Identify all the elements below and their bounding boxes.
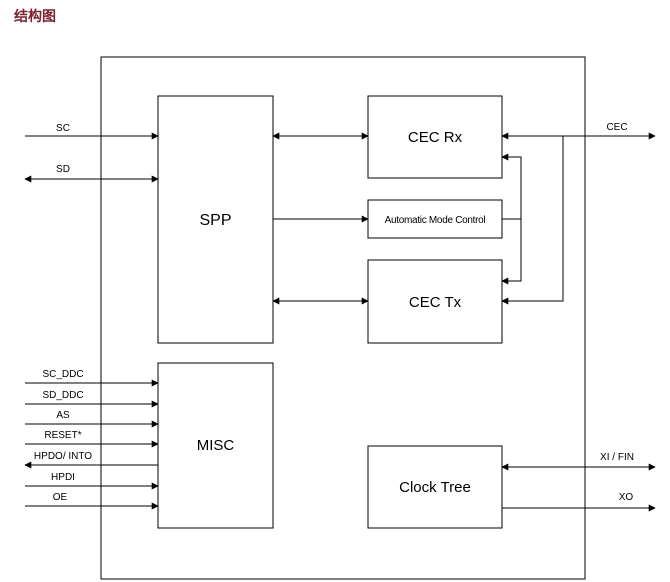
- sd-label: SD: [56, 164, 70, 175]
- auto-mode-block: Automatic Mode Control: [367, 199, 503, 239]
- sc-label: SC: [56, 123, 70, 134]
- chip-boundary: [100, 56, 586, 580]
- cec-rx-label: CEC Rx: [408, 129, 463, 146]
- sc-ddc-label: SC_DDC: [42, 369, 83, 380]
- oe-label: OE: [53, 492, 68, 503]
- hpdo-into-label: HPDO/ INTO: [34, 451, 92, 462]
- misc-label: MISC: [197, 437, 235, 454]
- auto-mode-tx-line: [501, 219, 522, 285]
- xi-fin-label: XI / FIN: [600, 452, 634, 463]
- cec-rx-block: CEC Rx: [367, 95, 503, 179]
- cec-label: CEC: [606, 122, 627, 133]
- xo-label: XO: [619, 492, 634, 503]
- auto-mode-rx-line: [501, 153, 522, 220]
- clock-tree-block: Clock Tree: [367, 445, 503, 529]
- clock-tree-label: Clock Tree: [399, 479, 471, 496]
- page-title: 结构图: [14, 9, 56, 25]
- auto-mode-label: Automatic Mode Control: [385, 215, 486, 226]
- cec-tx-feedback-line: [501, 136, 564, 305]
- cec-tx-block: CEC Tx: [367, 259, 503, 344]
- hpdi-label: HPDI: [51, 472, 75, 483]
- cec-tx-label: CEC Tx: [409, 294, 462, 311]
- spp-block: SPP: [157, 95, 274, 344]
- as-label: AS: [56, 410, 70, 421]
- sd-ddc-label: SD_DDC: [42, 390, 83, 401]
- reset-label: RESET*: [44, 430, 81, 441]
- spp-label: SPP: [199, 212, 231, 229]
- misc-block: MISC: [157, 362, 274, 529]
